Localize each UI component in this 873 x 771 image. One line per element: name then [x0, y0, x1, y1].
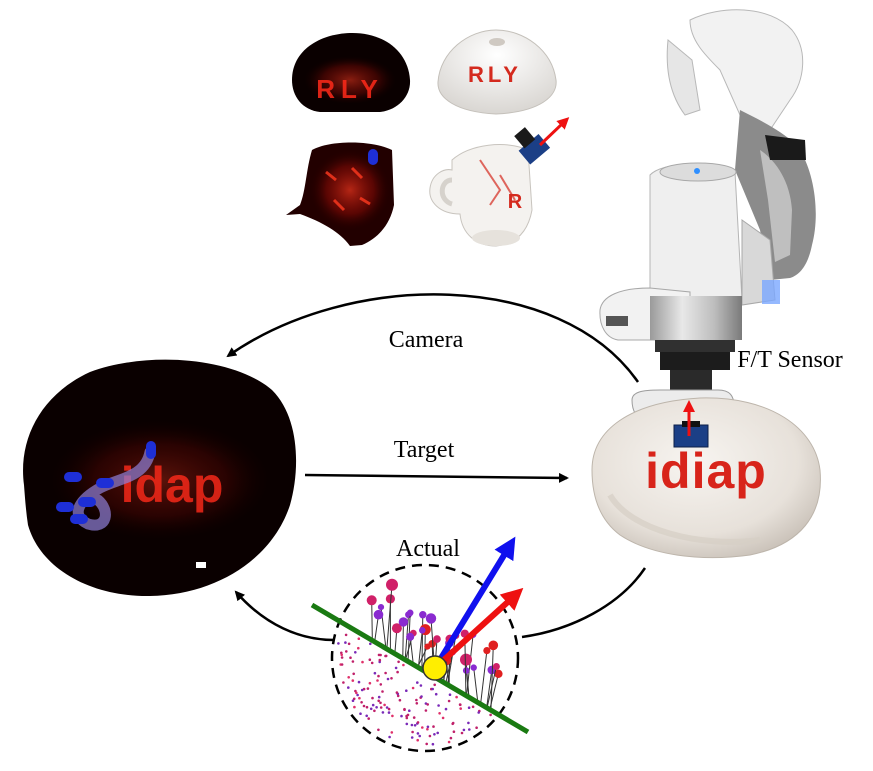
heatmap-logo: idap: [121, 457, 224, 513]
actual-flow-arrow: [234, 590, 335, 642]
tangent-plane-line: [310, 602, 530, 735]
mug-photo-thumbnail: R: [429, 117, 570, 247]
sensor-to-actual-arrow: [521, 567, 647, 639]
camera-flow-arrow: [226, 293, 640, 383]
normal-arrow: [432, 536, 516, 670]
balloon-object: idiap: [591, 397, 821, 559]
mug-photo-letters: R: [508, 191, 523, 213]
label-sensor: F/T Sensor: [737, 347, 843, 373]
bowl-heatmap-letters: RLY: [316, 74, 384, 104]
target-flow-arrow: [304, 472, 569, 483]
actual-force-inset: [310, 536, 530, 753]
force-arrow: [432, 587, 524, 671]
mug-heatmap-thumbnail: [286, 142, 394, 246]
label-camera: Camera: [389, 327, 464, 353]
surface-point-cloud: [337, 633, 492, 746]
mug-force-arrow: [538, 117, 570, 147]
force-whiskers: [366, 578, 503, 709]
sensor-tip-icon: [673, 421, 709, 448]
contact-heatmap: idap: [23, 359, 297, 597]
label-actual: Actual: [396, 536, 460, 562]
contact-point-icon: [422, 655, 448, 681]
bowl-heatmap-thumbnail: RLY: [292, 32, 411, 112]
trajectory-markers: [56, 441, 156, 524]
balloon-logo: idiap: [645, 443, 767, 499]
bowl-photo-thumbnail: RLY: [437, 29, 557, 115]
bowl-photo-letters: RLY: [468, 62, 522, 87]
label-target: Target: [394, 437, 455, 463]
marker-icon: [368, 149, 378, 165]
